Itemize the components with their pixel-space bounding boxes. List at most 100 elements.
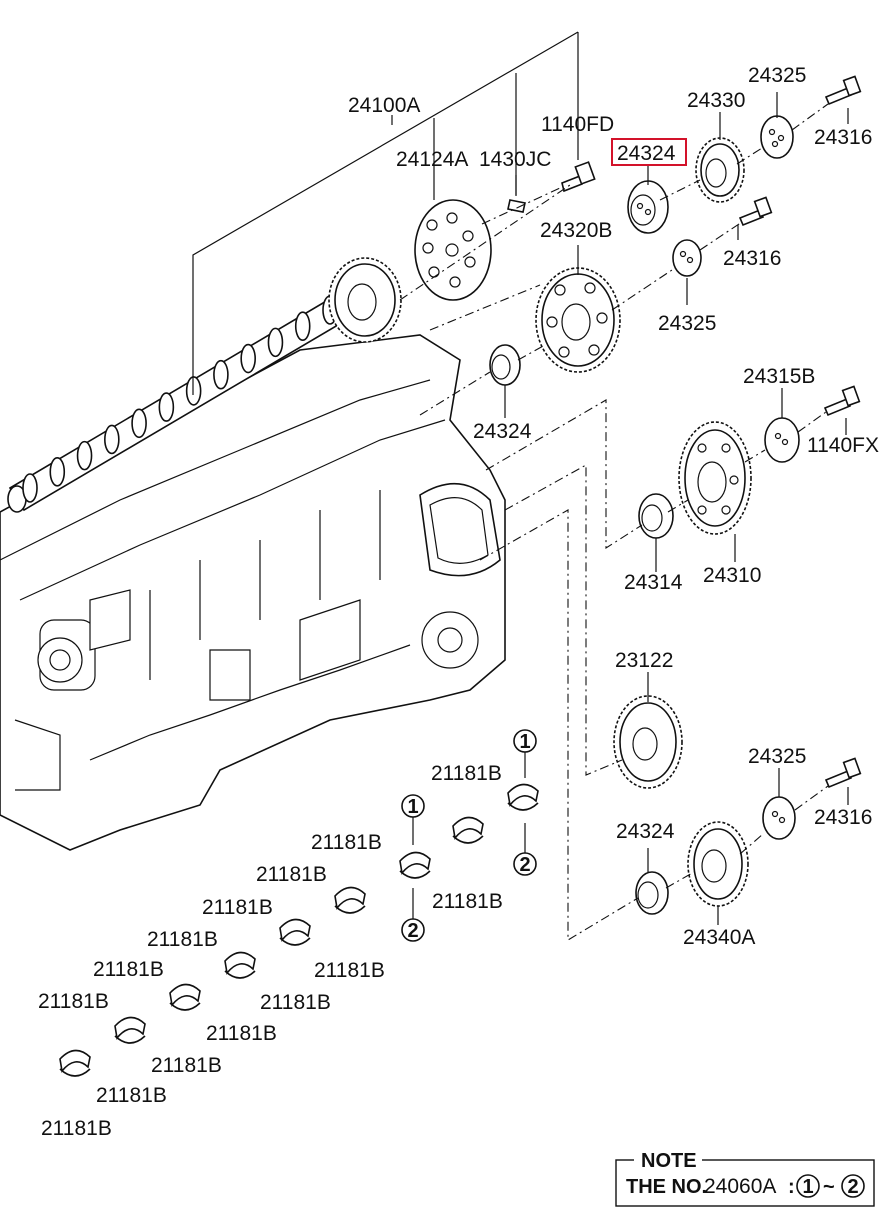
label-24316-mid: 24316: [723, 247, 781, 270]
label-24316-bottom: 24316: [814, 806, 872, 829]
cam-lobe: [49, 457, 66, 487]
label-21181b: 21181B: [431, 762, 502, 785]
label-1140fx: 1140FX: [807, 434, 879, 457]
camshaft-bearings: [59, 783, 539, 1077]
label-21181b: 21181B: [41, 1117, 112, 1140]
label-21181b: 21181B: [311, 831, 382, 854]
cam-lobe: [185, 376, 202, 406]
svg-text:1: 1: [407, 796, 418, 818]
label-21181b: 21181B: [151, 1054, 222, 1077]
part-labels: 24100A 24124A 1430JC 1140FD 24324 24330 …: [348, 64, 879, 949]
idler-gear-24330: [695, 137, 745, 203]
dowel-pin: [507, 199, 526, 213]
label-21181b: 21181B: [432, 890, 503, 913]
crankshaft-gear-23122: [613, 695, 683, 789]
label-24330: 24330: [687, 89, 745, 112]
label-24100a: 24100A: [348, 94, 420, 117]
label-24316-top: 24316: [814, 126, 872, 149]
thrust-plate-24325-bottom: [762, 796, 796, 840]
cylinder-block: [0, 334, 506, 851]
label-21181b: 21181B: [314, 959, 385, 982]
note-marker-2: 2: [841, 1174, 865, 1198]
note-part-number: 24060A: [704, 1175, 776, 1198]
idler-gear-24310: [678, 421, 752, 535]
idler-hub-24324-bottom: [635, 871, 669, 915]
leader-lines: [192, 31, 849, 941]
bearing-shell: [507, 783, 539, 811]
svg-text:2: 2: [519, 854, 530, 876]
idler-hub-24314: [638, 493, 674, 539]
label-1430jc: 1430JC: [479, 148, 551, 171]
label-21181b: 21181B: [96, 1084, 167, 1107]
cam-lobe: [22, 473, 38, 503]
label-24325-bottom: 24325: [748, 745, 806, 768]
svg-text:1: 1: [519, 731, 530, 753]
label-24324-mid: 24324: [473, 420, 532, 443]
label-21181b: 21181B: [202, 896, 273, 919]
idler-hub-24324-mid: [489, 344, 521, 386]
label-24124a: 24124A: [396, 148, 468, 171]
cam-lobe: [131, 408, 147, 439]
label-24314: 24314: [624, 571, 683, 594]
note-tilde: ~: [823, 1176, 835, 1198]
camshaft-gear: [328, 257, 402, 343]
note-box: NOTE THE NO. 24060A : 1 ~ 2: [615, 1150, 875, 1207]
cam-lobe: [240, 343, 256, 374]
label-24324-highlighted: 24324: [617, 142, 676, 165]
label-21181b: 21181B: [206, 1022, 277, 1045]
idler-hub-24324-top: [627, 180, 669, 234]
label-24340a: 24340A: [683, 926, 755, 949]
label-24315b: 24315B: [743, 365, 815, 388]
cam-lobe: [76, 440, 93, 471]
bolt-24316-bottom: [824, 757, 862, 789]
marker-2-right: 2: [513, 852, 537, 876]
svg-text:1: 1: [802, 1176, 813, 1198]
cam-lobe: [104, 424, 120, 455]
bolt-24316-top: [824, 75, 862, 106]
label-24325-mid: 24325: [658, 312, 716, 335]
label-21181b: 21181B: [93, 958, 164, 981]
label-21181b: 21181B: [147, 928, 218, 951]
label-21181b: 21181B: [256, 863, 327, 886]
highlighted-part-box: [611, 138, 687, 166]
svg-text:2: 2: [407, 920, 418, 942]
svg-text:2: 2: [847, 1176, 858, 1198]
bearing-shell: [279, 918, 311, 946]
label-24310: 24310: [703, 564, 761, 587]
bolt-1140fx: [823, 385, 861, 417]
label-24320b: 24320B: [540, 219, 612, 242]
thrust-plate-24325-mid: [672, 239, 702, 277]
label-24324-bottom: 24324: [616, 820, 675, 843]
cam-lobe: [158, 392, 175, 422]
label-21181b: 21181B: [260, 991, 331, 1014]
thrust-plate-24325-top: [760, 115, 794, 159]
note-colon: :: [788, 1176, 795, 1198]
note-marker-1: 1: [796, 1174, 820, 1198]
bearing-labels: 21181B 21181B 21181B 21181B 21181B 21181B 2118…: [38, 762, 503, 1140]
cam-lobe: [213, 359, 229, 390]
bolt-24316-mid: [738, 196, 773, 227]
note-title: NOTE: [641, 1150, 697, 1172]
note-prefix: THE NO.: [626, 1176, 707, 1198]
bearing-shell: [399, 851, 431, 879]
circled-markers: 1 2 1 2: [401, 729, 537, 942]
idler-gear-24320b: [535, 267, 621, 373]
bearing-shell: [452, 816, 484, 844]
cam-lobe: [267, 327, 284, 358]
idler-gear-24340a: [687, 821, 749, 907]
marker-1-left: 1: [401, 794, 425, 818]
label-23122: 23122: [615, 649, 673, 672]
bearing-shell: [169, 983, 201, 1011]
bolt-1140fd: [561, 161, 596, 193]
label-24325-top: 24325: [748, 64, 806, 87]
bearing-shell: [59, 1049, 91, 1077]
bearing-shell: [114, 1016, 146, 1044]
bearing-shell: [334, 886, 366, 914]
camshaft-target-wheel: [414, 199, 492, 301]
label-1140fd: 1140FD: [541, 113, 614, 136]
marker-1-right: 1: [513, 729, 537, 753]
marker-2-left: 2: [401, 918, 425, 942]
thrust-plate-24315b: [764, 417, 800, 463]
bearing-shell: [224, 951, 256, 979]
